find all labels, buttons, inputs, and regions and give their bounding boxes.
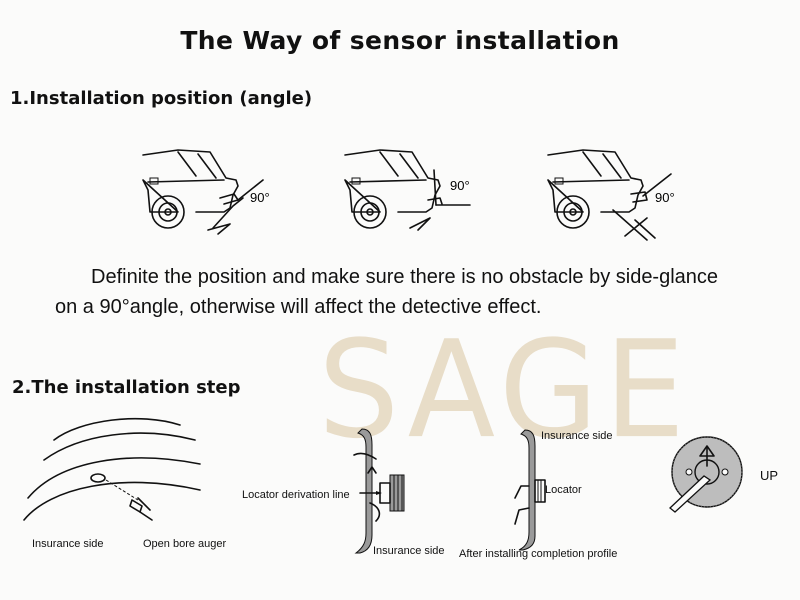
step2-locator-diagram — [353, 428, 405, 554]
car-diagram-3: 90° — [547, 149, 675, 241]
angle-label-3: 90° — [655, 190, 675, 205]
angle-label-1: 90° — [250, 190, 270, 205]
car-diagram-1: 90° — [142, 149, 270, 235]
step2-insurance-side-label: Insurance side — [373, 545, 445, 557]
step3-insurance-side-label: Insurance side — [541, 430, 613, 442]
instruction-line-1: Definite the position and make sure ther… — [91, 266, 719, 288]
step3-profile-label: After installing completion profile — [459, 548, 618, 560]
step1-auger-label: Open bore auger — [143, 538, 227, 550]
step1-insurance-side-label: Insurance side — [32, 538, 104, 550]
step4-sensor-orientation — [669, 436, 743, 513]
step3-profile-diagram — [514, 429, 546, 551]
car-diagram-2: 90° — [344, 149, 471, 231]
watermark: SAGE — [318, 312, 691, 469]
step3-locator-label: Locator — [545, 484, 582, 496]
step1-drill-diagram — [23, 417, 201, 521]
section-heading-position: 1.Installation position (angle) — [10, 88, 313, 109]
angle-label-2: 90° — [450, 178, 470, 193]
instruction-line-2: on a 90°angle, otherwise will affect the… — [55, 296, 542, 318]
page-title: The Way of sensor installation — [180, 26, 620, 55]
step4-up-label: UP — [760, 468, 779, 483]
section-heading-steps: 2.The installation step — [12, 377, 241, 398]
step2-locator-line-label: Locator derivation line — [242, 489, 350, 501]
